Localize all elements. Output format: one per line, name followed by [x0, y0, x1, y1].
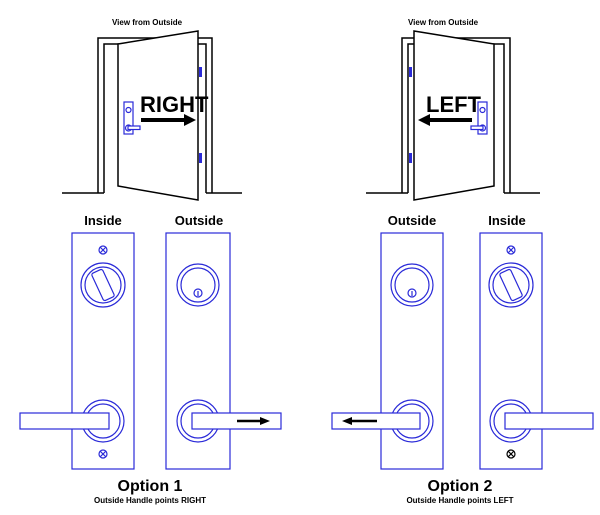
door-panel — [413, 30, 495, 201]
cylinder-rose — [176, 263, 220, 307]
left-arrow-head — [342, 417, 352, 425]
panel-label-inside: Inside — [488, 213, 526, 228]
direction-label-right: RIGHT — [140, 92, 209, 117]
cylinder-rose — [390, 263, 434, 307]
thumbturn-rose — [80, 262, 126, 308]
panel-label-outside: Outside — [175, 213, 223, 228]
screw-icon — [98, 449, 108, 459]
keyhole-icon — [125, 106, 132, 114]
option1-outside-plate — [165, 232, 231, 470]
door-right-view-label: View from Outside — [112, 18, 183, 27]
option2-subtitle: Outside Handle points LEFT — [406, 496, 513, 505]
door-lock-plate — [123, 101, 134, 135]
door-lever — [470, 125, 484, 131]
hinge — [409, 153, 412, 163]
outside-lever-handle — [191, 412, 282, 430]
screw-icon — [506, 449, 516, 459]
thumbturn-icon — [499, 268, 523, 302]
thumbturn-rose — [488, 262, 534, 308]
right-arrow-head — [184, 114, 196, 126]
hinge — [199, 153, 202, 163]
thumbturn-icon — [91, 268, 115, 302]
escutcheon-plate — [380, 232, 444, 470]
direction-label-left: LEFT — [426, 92, 482, 117]
option1-title: Option 1 — [118, 478, 183, 495]
panel-label-inside: Inside — [84, 213, 122, 228]
left-arrow-head — [418, 114, 430, 126]
door-panel — [117, 30, 199, 201]
keyhole-icon — [479, 106, 486, 114]
option1-subtitle: Outside Handle points RIGHT — [94, 496, 206, 505]
inside-lever-handle — [504, 412, 594, 430]
right-arrow-head — [260, 417, 270, 425]
option2-title: Option 2 — [428, 478, 493, 495]
inside-lever-handle — [19, 412, 110, 430]
screw-icon — [98, 245, 108, 255]
hinge — [409, 67, 412, 77]
door-lock-plate — [477, 101, 488, 135]
option2-inside-plate — [479, 232, 543, 470]
escutcheon-plate — [71, 232, 135, 470]
screw-icon — [506, 245, 516, 255]
panel-label-outside: Outside — [388, 213, 436, 228]
door-left-illustration: View from Outside LEFT — [366, 18, 540, 201]
option2-outside-plate — [380, 232, 444, 470]
door-lever — [127, 125, 141, 131]
door-left-view-label: View from Outside — [408, 18, 479, 27]
escutcheon-plate — [165, 232, 231, 470]
option1-inside-plate — [71, 232, 135, 470]
escutcheon-plate — [479, 232, 543, 470]
door-right-illustration: View from Outside RIGHT — [62, 18, 242, 201]
keyhole-icon — [407, 288, 417, 298]
keyhole-icon — [193, 288, 203, 298]
hinge — [199, 67, 202, 77]
